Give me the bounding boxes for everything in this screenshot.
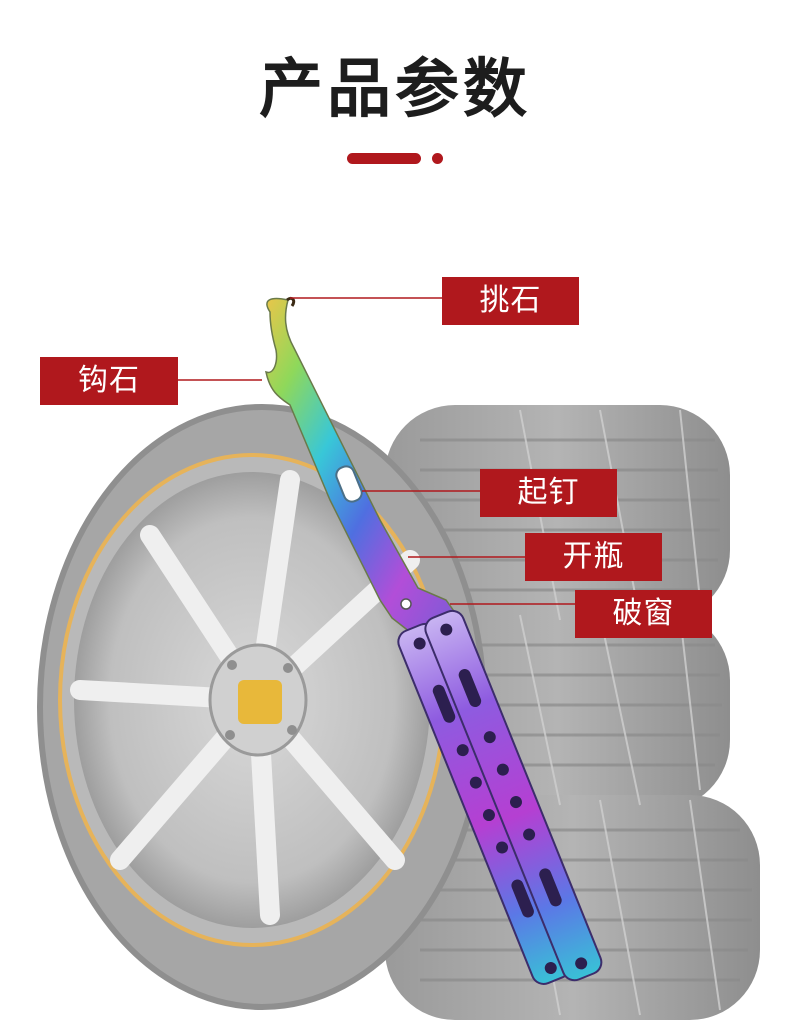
label-bottle-opener: 开瓶 [525, 533, 662, 581]
leader-lines [178, 297, 575, 605]
label-hook-stone: 钩石 [40, 357, 178, 405]
label-nail-puller: 起钉 [480, 469, 617, 517]
label-window-breaker: 破窗 [575, 590, 712, 638]
butterfly-tool [264, 296, 603, 985]
title-underline-dot [432, 153, 443, 164]
front-tire [37, 404, 487, 1010]
label-pick-stone: 挑石 [442, 277, 579, 325]
page-title: 产品参数 [259, 53, 531, 127]
title-underline-bar [347, 153, 421, 164]
